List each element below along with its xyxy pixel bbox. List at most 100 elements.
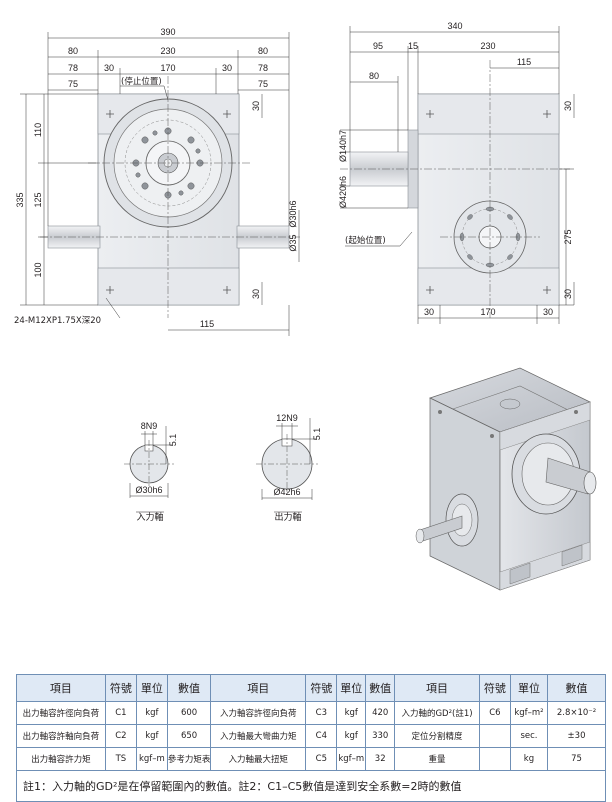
dim-80-side: 80 bbox=[369, 71, 379, 81]
table-cell: kgf–m² bbox=[509, 701, 549, 725]
dim-335: 335 bbox=[15, 192, 25, 207]
dim-390: 390 bbox=[160, 27, 175, 37]
spec-table-header: 項目 符號 單位 數值 項目 符號 單位 數值 項目 符號 單位 數值 bbox=[16, 674, 606, 702]
table-cell: 出力軸容許軸向負荷 bbox=[16, 724, 106, 748]
output-diameter: Ø42h6 bbox=[273, 487, 300, 497]
dim-30-top-right: 30 bbox=[251, 101, 261, 111]
header-cell: 單位 bbox=[336, 674, 367, 702]
dim-170: 170 bbox=[160, 63, 175, 73]
dim-30-side-bottom: 30 bbox=[563, 289, 573, 299]
dim-275: 275 bbox=[563, 229, 573, 244]
table-cell: C3 bbox=[305, 701, 338, 725]
table-cell: C6 bbox=[478, 701, 511, 725]
header-cell: 單位 bbox=[509, 674, 549, 702]
header-cell: 數值 bbox=[547, 674, 606, 702]
dim-115-side: 115 bbox=[517, 57, 531, 67]
technical-drawing: 390 80 230 80 78 30 170 30 78 75 75 335 … bbox=[14, 21, 597, 591]
table-row: 出力軸容許軸向負荷 C2 kgf 650 入力軸最大彎曲力矩 C4 kgf 33… bbox=[16, 724, 606, 748]
dim-15: 15 bbox=[408, 41, 418, 51]
dim-78-right: 78 bbox=[258, 63, 268, 73]
input-shaft-caption: 入力軸 bbox=[136, 511, 163, 523]
spec-table: 項目 符號 單位 數值 項目 符號 單位 數值 項目 符號 單位 數值 出力軸容… bbox=[16, 674, 606, 802]
dim-170-bottom: 170 bbox=[480, 307, 495, 317]
table-cell: C2 bbox=[104, 724, 137, 748]
side-view: 340 95 15 230 80 115 Ø140h7 Ø420h6 275 3… bbox=[338, 21, 575, 324]
table-cell: sec. bbox=[509, 724, 549, 748]
table-cell: kgf–m bbox=[336, 747, 367, 771]
table-cell bbox=[478, 747, 511, 771]
input-key-depth: 5.1 bbox=[168, 434, 178, 447]
output-key-depth: 5.1 bbox=[312, 428, 322, 441]
thread-note: 24-M12XP1.75X深20 bbox=[14, 316, 101, 326]
dim-80-left: 80 bbox=[68, 46, 78, 56]
output-shaft-caption: 出力軸 bbox=[274, 511, 301, 523]
dim-30-side-top: 30 bbox=[563, 101, 573, 111]
dim-30-bottom-right: 30 bbox=[251, 289, 261, 299]
table-cell: 定位分割精度 bbox=[394, 724, 480, 748]
dim-shaft-35: Ø35 bbox=[288, 234, 298, 251]
dim-230-side: 230 bbox=[480, 41, 495, 51]
dim-dia-420: Ø420h6 bbox=[338, 176, 348, 208]
dim-30-bottom-right-side: 30 bbox=[543, 307, 553, 317]
header-cell: 項目 bbox=[210, 674, 307, 702]
table-cell: 330 bbox=[365, 724, 396, 748]
table-row: 出力軸容許力矩 TS kgf–m 參考力矩表 入力軸最大扭矩 C5 kgf–m … bbox=[16, 747, 606, 771]
table-note-row: 註1：入力軸的GD²是在停留範圍內的數值。註2：C1–C5數值是達到安全系數=2… bbox=[16, 770, 606, 802]
table-cell bbox=[478, 724, 511, 748]
start-position-label: (起始位置) bbox=[345, 235, 386, 246]
dim-110: 110 bbox=[33, 123, 43, 137]
table-cell: kgf–m bbox=[135, 747, 168, 771]
dim-80-right: 80 bbox=[258, 46, 268, 56]
dim-230: 230 bbox=[160, 46, 175, 56]
output-shaft-detail: 12N9 5.1 Ø42h6 出力軸 bbox=[256, 413, 322, 523]
dim-340: 340 bbox=[447, 21, 462, 31]
header-cell: 符號 bbox=[305, 674, 338, 702]
header-cell: 符號 bbox=[104, 674, 137, 702]
table-cell: 參考力矩表 bbox=[166, 747, 212, 771]
stop-position-label: (停止位置) bbox=[121, 76, 162, 87]
header-cell: 項目 bbox=[16, 674, 106, 702]
table-cell: 2.8×10⁻² bbox=[547, 701, 606, 725]
input-shaft-detail: 8N9 5.1 Ø30h6 入力軸 bbox=[124, 421, 178, 523]
table-cell: 出力軸容許力矩 bbox=[16, 747, 106, 771]
table-cell: C4 bbox=[305, 724, 338, 748]
header-cell: 項目 bbox=[394, 674, 480, 702]
table-cell: 600 bbox=[166, 701, 212, 725]
table-cell: 入力軸最大扭矩 bbox=[210, 747, 307, 771]
front-bottom-flange bbox=[97, 267, 240, 306]
table-cell: 出力軸容許徑向負荷 bbox=[16, 701, 106, 725]
table-cell: 32 bbox=[365, 747, 396, 771]
dim-30-left: 30 bbox=[104, 63, 114, 73]
dim-115-bottom: 115 bbox=[200, 319, 214, 329]
dim-dia-140: Ø140h7 bbox=[338, 130, 348, 162]
table-cell: 入力軸容許徑向負荷 bbox=[210, 701, 307, 725]
table-cell: kgf bbox=[135, 701, 168, 725]
dim-75-left: 75 bbox=[68, 79, 78, 89]
header-cell: 單位 bbox=[135, 674, 168, 702]
output-key-width: 12N9 bbox=[276, 413, 298, 423]
header-cell: 符號 bbox=[478, 674, 511, 702]
table-cell: 420 bbox=[365, 701, 396, 725]
dim-78-left: 78 bbox=[68, 63, 78, 73]
dim-30-bottom-left: 30 bbox=[424, 307, 434, 317]
table-cell: kgf bbox=[135, 724, 168, 748]
input-key-width: 8N9 bbox=[141, 421, 158, 431]
dim-100: 100 bbox=[33, 262, 43, 277]
header-cell: 數值 bbox=[166, 674, 212, 702]
table-cell: 入力軸的GD²(註1) bbox=[394, 701, 480, 725]
table-cell: kg bbox=[509, 747, 549, 771]
front-view: 390 80 230 80 78 30 170 30 78 75 75 335 … bbox=[14, 27, 300, 336]
dim-95: 95 bbox=[373, 41, 383, 51]
table-cell: 650 bbox=[166, 724, 212, 748]
dim-75-right: 75 bbox=[258, 79, 268, 89]
header-cell: 數值 bbox=[365, 674, 396, 702]
table-cell: C1 bbox=[104, 701, 137, 725]
dim-shaft-30h6: Ø30h6 bbox=[288, 200, 298, 227]
table-cell: TS bbox=[104, 747, 137, 771]
table-cell: C5 bbox=[305, 747, 338, 771]
table-note: 註1：入力軸的GD²是在停留範圍內的數值。註2：C1–C5數值是達到安全系數=2… bbox=[16, 770, 606, 802]
dim-30-right: 30 bbox=[222, 63, 232, 73]
front-dimension-labels: 390 80 230 80 78 30 170 30 78 75 75 335 … bbox=[14, 27, 298, 329]
table-cell: 入力軸最大彎曲力矩 bbox=[210, 724, 307, 748]
table-cell: kgf bbox=[336, 701, 367, 725]
